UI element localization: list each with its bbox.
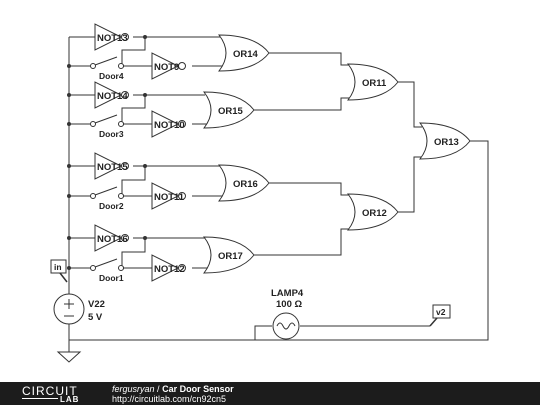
not-gate-not16[interactable]: NOT16 [94, 224, 129, 252]
switch-door3[interactable]: Door3 [90, 114, 124, 139]
or-gate-or17[interactable]: OR17 [203, 236, 255, 274]
not-gate-not14[interactable]: NOT14 [94, 81, 129, 109]
circuit-url-link[interactable]: http://circuitlab.com/cn92cn5 [112, 394, 227, 404]
probe-v2[interactable]: v2 [429, 304, 451, 327]
svg-text:in: in [54, 262, 62, 272]
not-gate-not11[interactable]: NOT11 [151, 182, 186, 210]
svg-text:OR11: OR11 [362, 78, 387, 89]
svg-text:OR17: OR17 [218, 251, 243, 262]
logo-text-top: CIRCUIT [22, 384, 78, 398]
ground-icon [56, 351, 82, 363]
svg-text:NOT14: NOT14 [97, 91, 128, 102]
svg-text:NOT16: NOT16 [97, 234, 128, 245]
or-gate-or15[interactable]: OR15 [203, 91, 255, 129]
byline: fergusryan / Car Door Sensor [112, 384, 234, 394]
not-gate-not9[interactable]: NOT9 [151, 52, 186, 80]
logo-text-bottom: LAB [60, 395, 80, 404]
svg-text:5 V: 5 V [88, 312, 103, 323]
svg-text:OR14: OR14 [233, 49, 259, 60]
switch-door1[interactable]: Door1 [90, 258, 124, 283]
not-gate-not13[interactable]: NOT13 [94, 23, 129, 51]
wires [68, 36, 489, 352]
or-gate-or11[interactable]: OR11 [347, 63, 399, 101]
switch-door4[interactable]: Door4 [90, 56, 124, 81]
svg-text:LAMP4: LAMP4 [271, 288, 304, 299]
probe-in[interactable]: in [50, 259, 68, 283]
or-gate-or12[interactable]: OR12 [347, 193, 399, 231]
switch-door2[interactable]: Door2 [90, 186, 124, 211]
lamp-lamp4[interactable]: LAMP4 100 Ω [271, 288, 304, 340]
or-gate-or14[interactable]: OR14 [218, 34, 270, 72]
svg-text:NOT15: NOT15 [97, 162, 128, 173]
svg-text:NOT9: NOT9 [154, 62, 179, 73]
author-link[interactable]: fergusryan [112, 384, 155, 394]
svg-text:NOT13: NOT13 [97, 33, 128, 44]
schematic-canvas: NOT13 NOT9 NOT14 NOT10 NOT15 NOT11 NOT16… [50, 23, 489, 363]
svg-text:NOT11: NOT11 [154, 192, 185, 203]
svg-text:Door4: Door4 [99, 71, 124, 81]
or-gate-or16[interactable]: OR16 [218, 164, 270, 202]
svg-text:NOT12: NOT12 [154, 264, 185, 275]
or-gate-or13[interactable]: OR13 [419, 122, 471, 160]
svg-text:Door2: Door2 [99, 201, 124, 211]
logo-wire [22, 398, 58, 399]
svg-text:OR16: OR16 [233, 179, 258, 190]
svg-text:V22: V22 [88, 299, 105, 310]
not-gate-not15[interactable]: NOT15 [94, 152, 129, 180]
svg-text:OR15: OR15 [218, 106, 244, 117]
circuitlab-logo: CIRCUIT LAB [22, 384, 102, 404]
svg-text:NOT10: NOT10 [154, 120, 185, 131]
voltage-source-v22[interactable]: V22 5 V [53, 293, 105, 325]
not-gate-not10[interactable]: NOT10 [151, 110, 186, 138]
svg-text:OR12: OR12 [362, 208, 387, 219]
footer-bar: CIRCUIT LAB fergusryan / Car Door Sensor… [0, 382, 540, 405]
svg-text:OR13: OR13 [434, 137, 459, 148]
svg-text:Door1: Door1 [99, 273, 124, 283]
svg-text:v2: v2 [436, 307, 446, 317]
not-gate-not12[interactable]: NOT12 [151, 254, 186, 282]
svg-text:Door3: Door3 [99, 129, 124, 139]
byline-separator: / [157, 384, 160, 394]
svg-text:100 Ω: 100 Ω [276, 299, 302, 310]
circuit-title: Car Door Sensor [162, 384, 234, 394]
